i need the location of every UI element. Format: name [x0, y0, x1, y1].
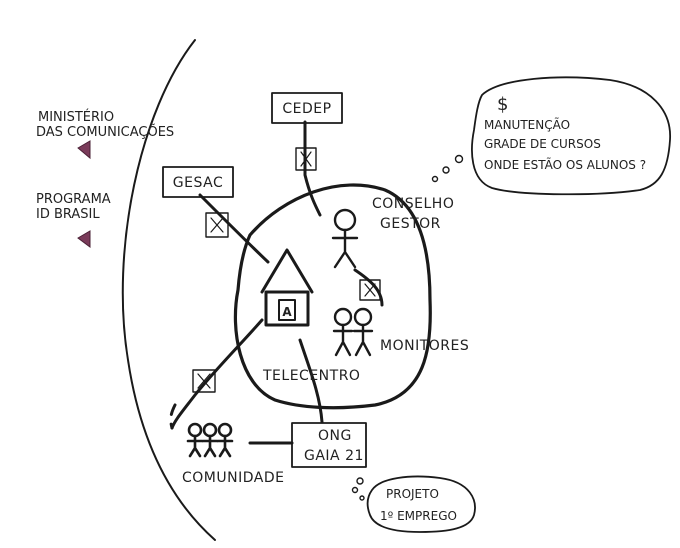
dash-comunidade	[169, 403, 177, 430]
cedep-label: CEDEP	[282, 101, 331, 117]
cedep-box: CEDEP	[271, 92, 343, 124]
boundary-arc	[121, 39, 216, 541]
marker-icon	[77, 140, 91, 160]
bubble-bottom-line-1: PROJETO	[386, 487, 439, 501]
document-icon	[359, 279, 381, 301]
thought-bubble-top: $ MANUTENÇÃO GRADE DE CURSOS ONDE ESTÃO …	[431, 76, 671, 196]
programa-label-2: ID BRASIL	[36, 207, 100, 222]
programa-label-1: PROGRAMA	[36, 192, 111, 207]
document-icon	[295, 147, 317, 171]
gesac-label: GESAC	[173, 175, 223, 191]
marker-icon	[77, 230, 91, 248]
monitores-label: MONITORES	[380, 338, 469, 354]
thought-item-1: MANUTENÇÃO	[484, 117, 570, 132]
person-icon	[331, 208, 359, 269]
document-icon	[205, 212, 229, 238]
house-icon: A	[260, 248, 314, 327]
gesac-box: GESAC	[162, 166, 234, 198]
thought-item-2: GRADE DE CURSOS	[484, 137, 601, 151]
link-gesac-telecentro	[198, 193, 270, 264]
svg-text:A: A	[282, 305, 292, 319]
ong-box: ONG GAIA 21	[291, 422, 367, 468]
link-telecentro-ong	[298, 338, 324, 424]
ong-label-1: ONG	[318, 428, 352, 444]
link-cedep-conselho	[303, 120, 322, 217]
monitors-icon	[332, 307, 374, 357]
conselho-label-2: GESTOR	[380, 216, 441, 232]
ministerio-label-2: DAS COMUNICAÇÕES	[36, 124, 174, 140]
ong-label-2: GAIA 21	[304, 448, 364, 464]
ministerio-label-1: MINISTÉRIO	[38, 109, 114, 125]
thought-bubble-bottom: PROJETO 1º EMPREGO	[351, 475, 476, 533]
telecentro-label: TELECENTRO	[262, 368, 360, 384]
community-icon	[186, 422, 234, 458]
conselho-label-1: CONSELHO	[372, 196, 454, 212]
telecentro-loop	[233, 183, 432, 410]
bubble-bottom-line-2: 1º EMPREGO	[380, 509, 457, 523]
document-icon	[192, 369, 216, 393]
thought-item-3: ONDE ESTÃO OS ALUNOS ?	[484, 157, 646, 172]
comunidade-label: COMUNIDADE	[182, 470, 284, 486]
thought-symbol: $	[497, 94, 508, 115]
